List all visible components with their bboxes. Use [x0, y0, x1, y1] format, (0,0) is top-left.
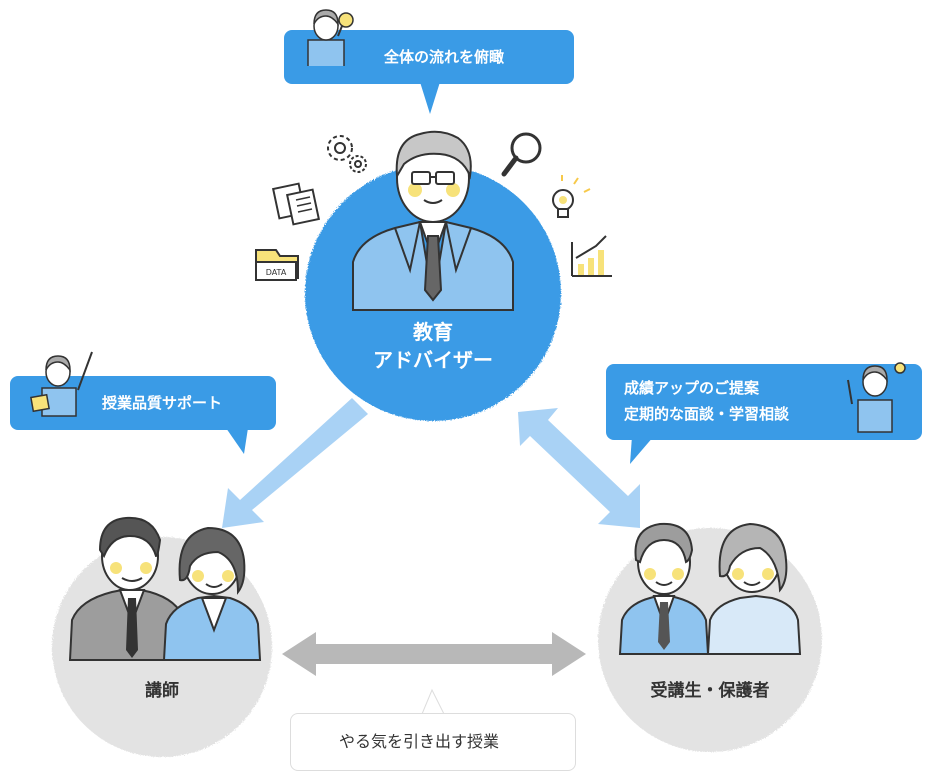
- arrow-advisor-to-teacher: [222, 398, 368, 528]
- advisor-label-line1: 教育: [413, 320, 453, 344]
- bottom-bubble-text: やる気を引き出す授業: [339, 732, 500, 751]
- top-bubble-text: 全体の流れを俯瞰: [384, 48, 505, 66]
- advisor-label-line2: アドバイザー: [373, 348, 493, 372]
- document-icon: [271, 182, 321, 226]
- bottom-speech-bubble: やる気を引き出す授業: [290, 713, 576, 771]
- magnifier-icon: [501, 132, 542, 177]
- right-bubble-tail: [630, 436, 654, 464]
- advisor-magnifier-avatar-icon: [307, 9, 354, 66]
- lightbulb-icon: [552, 175, 591, 218]
- left-bubble-text: 授業品質サポート: [102, 394, 223, 412]
- bottom-bubble-tail: [421, 688, 445, 715]
- right-bubble-text-line2: 定期的な面談・学習相談: [624, 405, 790, 423]
- advisor-label: 教育 アドバイザー: [333, 318, 533, 374]
- teacher-circle: [52, 516, 272, 757]
- data-label: DATA: [266, 268, 287, 277]
- teacher-pointer-avatar-icon: [30, 351, 93, 417]
- gear-icon: [327, 135, 367, 173]
- arrow-advisor-student-bidirectional: [518, 408, 640, 528]
- advisor-circle: [305, 130, 561, 421]
- student-label: 受講生・保護者: [650, 681, 770, 701]
- top-bubble-tail: [420, 82, 440, 114]
- student-circle: [598, 522, 822, 752]
- arrow-teacher-student-bidirectional: [282, 632, 586, 676]
- bar-chart-icon: [571, 235, 612, 277]
- left-bubble-tail: [226, 428, 248, 454]
- right-speech-bubble: 成績アップのご提案 定期的な面談・学習相談: [606, 362, 922, 440]
- right-bubble-text-line1: 成績アップのご提案: [624, 379, 760, 397]
- left-speech-bubble: 授業品質サポート: [10, 351, 276, 430]
- teacher-label: 講師: [145, 681, 179, 701]
- top-speech-bubble: 全体の流れを俯瞰: [284, 9, 574, 84]
- advisor-idea-avatar-icon: [847, 362, 906, 433]
- folder-data-icon: DATA: [255, 249, 299, 281]
